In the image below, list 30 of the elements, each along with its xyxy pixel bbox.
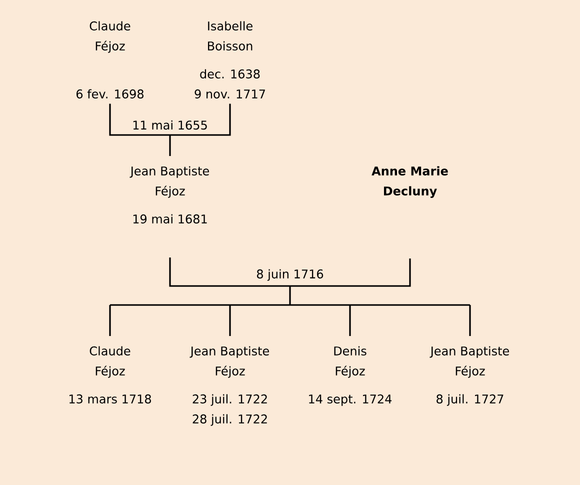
- person-name: Jean Baptiste Féjoz: [430, 346, 509, 378]
- person-name: Denis Féjoz: [334, 346, 366, 378]
- connector-line: [109, 305, 111, 336]
- connector-line: [349, 305, 351, 336]
- date: 19 mai 1681: [133, 214, 207, 224]
- person-name: Claude Féjoz: [90, 346, 130, 378]
- person-name: Claude Féjoz: [90, 21, 130, 53]
- connector-line: [110, 304, 470, 306]
- date: 6 fev. 1698: [76, 89, 144, 98]
- person-name: Anne Marie Decluny: [372, 166, 448, 198]
- date: 28 juil. 1722: [192, 414, 267, 426]
- person-name: Jean Baptiste Féjoz: [130, 166, 209, 198]
- person-name: Isabelle Boisson: [208, 21, 252, 50]
- date: dec. 1638: [200, 69, 260, 78]
- date: 8 juil. 1727: [436, 394, 504, 406]
- connector-line: [170, 104, 231, 136]
- connector-line: [169, 258, 290, 287]
- connector-line: [290, 258, 411, 287]
- date: 13 mars 1718: [70, 394, 151, 404]
- connector-line: [109, 104, 170, 136]
- edge-label: 11 mai 1655: [130, 118, 210, 132]
- edge-label: 8 juin 1716: [254, 267, 326, 283]
- person-name: Jean Baptiste Féjoz: [190, 346, 269, 378]
- connector-line: [469, 305, 471, 336]
- date: 23 juil. 1722: [192, 394, 267, 406]
- connector-line: [289, 286, 291, 305]
- connector-line: [169, 135, 171, 156]
- date: 9 nov. 1717: [194, 89, 265, 98]
- connector-line: [229, 305, 231, 336]
- date: 14 sept. 1724: [309, 394, 392, 406]
